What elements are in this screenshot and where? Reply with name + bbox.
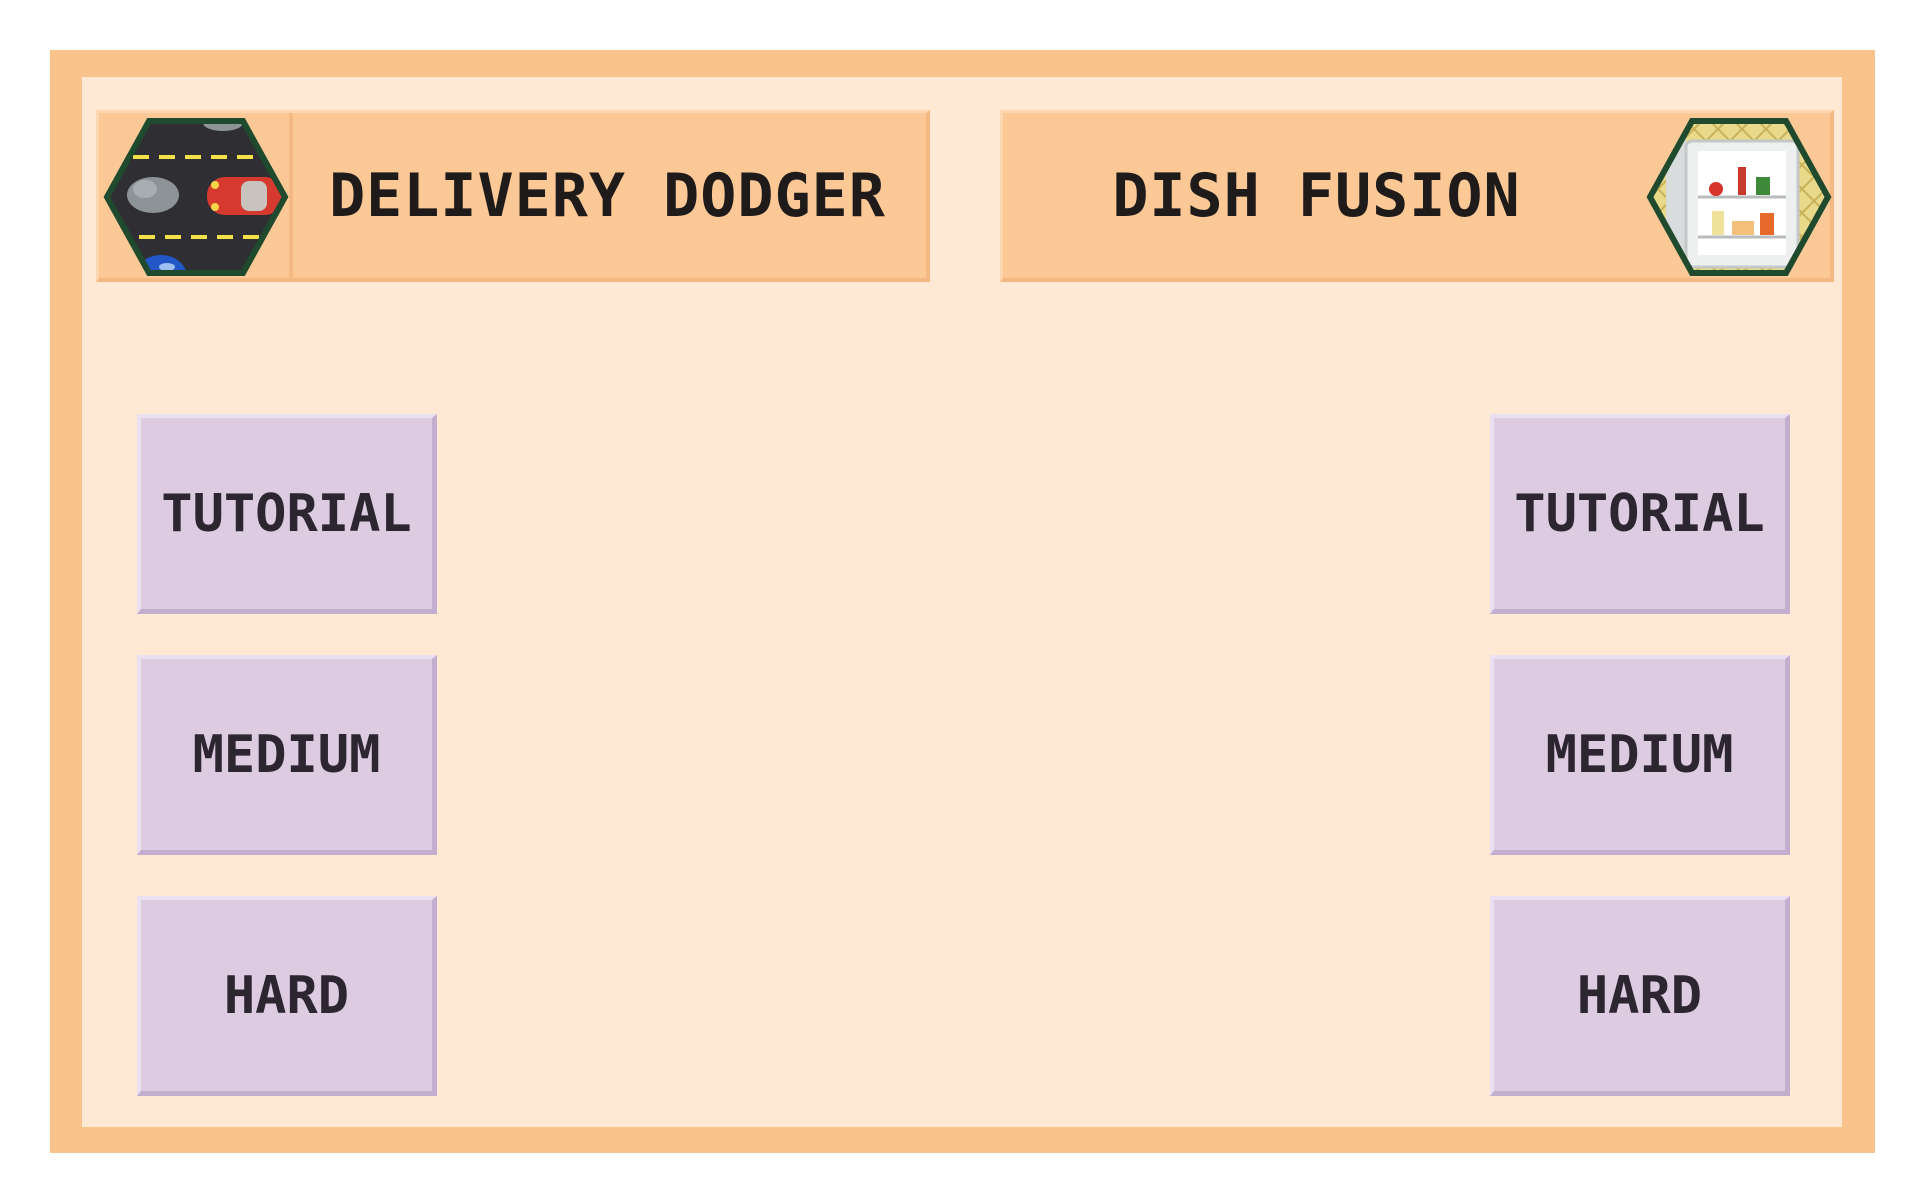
delivery-dodger-hard-button[interactable]: HARD — [137, 896, 437, 1096]
road-car-icon — [103, 118, 289, 276]
dish-fusion-medium-button[interactable]: MEDIUM — [1490, 655, 1790, 855]
fridge-icon — [1646, 118, 1832, 276]
game-banner-dish-fusion: DISH FUSION — [1000, 110, 1834, 282]
dish-fusion-tutorial-button[interactable]: TUTORIAL — [1490, 414, 1790, 614]
game-title-dish-fusion: DISH FUSION — [1112, 160, 1521, 231]
game-banner-delivery-dodger: DELIVERY DODGER — [96, 110, 930, 282]
dish-fusion-hard-button[interactable]: HARD — [1490, 896, 1790, 1096]
delivery-dodger-medium-button[interactable]: MEDIUM — [137, 655, 437, 855]
delivery-dodger-tutorial-button[interactable]: TUTORIAL — [137, 414, 437, 614]
banner-divider — [289, 113, 293, 278]
game-title-delivery-dodger: DELIVERY DODGER — [329, 160, 886, 231]
